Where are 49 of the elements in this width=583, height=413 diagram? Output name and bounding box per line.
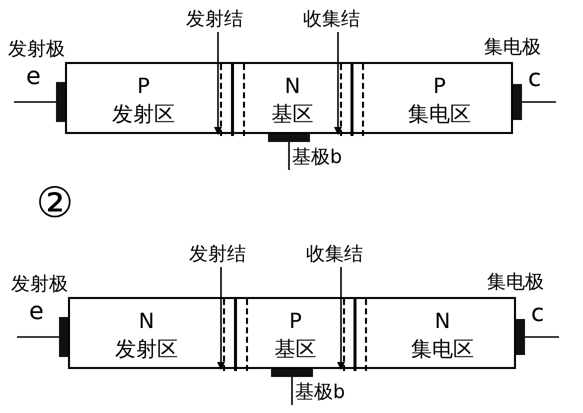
lead-wire <box>288 142 290 170</box>
region-name: 集电区 <box>408 101 471 128</box>
electrode-plate <box>513 84 522 120</box>
region-name: 集电区 <box>411 336 474 363</box>
electrode-plate <box>516 319 525 355</box>
junction-lines <box>220 64 245 136</box>
type-letter: P <box>137 73 150 100</box>
leader-arrow <box>334 32 342 135</box>
electrode-label: 集电极 <box>484 36 541 59</box>
electrode-plate <box>271 369 313 377</box>
lead-wire <box>522 101 556 103</box>
type-letter: N <box>284 73 300 100</box>
junction-lines <box>340 64 364 136</box>
electrode-label: 发射极 <box>8 38 65 61</box>
lead-wire <box>291 377 293 405</box>
electrode-plate <box>59 317 68 357</box>
region-name: 基区 <box>272 101 314 128</box>
terminal-label: c <box>528 64 542 92</box>
electrode-plate <box>268 134 310 142</box>
leader-arrow <box>337 267 345 370</box>
electrode-plate <box>56 82 65 122</box>
electrode-label: 基极b <box>292 381 360 405</box>
electrode-label: 基极b <box>289 146 357 170</box>
leader-arrow <box>217 267 225 370</box>
semiconductor-bar <box>68 297 516 369</box>
type-letter: P <box>289 308 302 335</box>
junction-label: 发射结 <box>183 8 267 32</box>
junction-label: 收集结 <box>300 8 384 32</box>
region-name: 发射区 <box>115 336 178 363</box>
terminal-label: e <box>29 297 44 325</box>
type-letter: P <box>433 73 446 100</box>
region-name: 基区 <box>274 336 316 363</box>
junction-lines <box>223 299 248 371</box>
semiconductor-bar <box>65 62 513 134</box>
type-letter: N <box>434 308 450 335</box>
electrode-label: 集电极 <box>487 271 544 294</box>
leader-arrow <box>214 32 222 135</box>
lead-wire <box>14 101 56 103</box>
junction-label: 发射结 <box>186 243 270 267</box>
terminal-label: e <box>26 62 41 90</box>
lead-wire <box>525 336 559 338</box>
electrode-label: 发射极 <box>11 273 68 296</box>
type-letter: N <box>138 308 154 335</box>
junction-label: 收集结 <box>303 243 387 267</box>
terminal-label: c <box>531 299 544 327</box>
region-name: 发射区 <box>112 101 175 128</box>
figure-number: ② <box>36 180 74 226</box>
junction-lines <box>343 299 367 371</box>
lead-wire <box>17 336 59 338</box>
